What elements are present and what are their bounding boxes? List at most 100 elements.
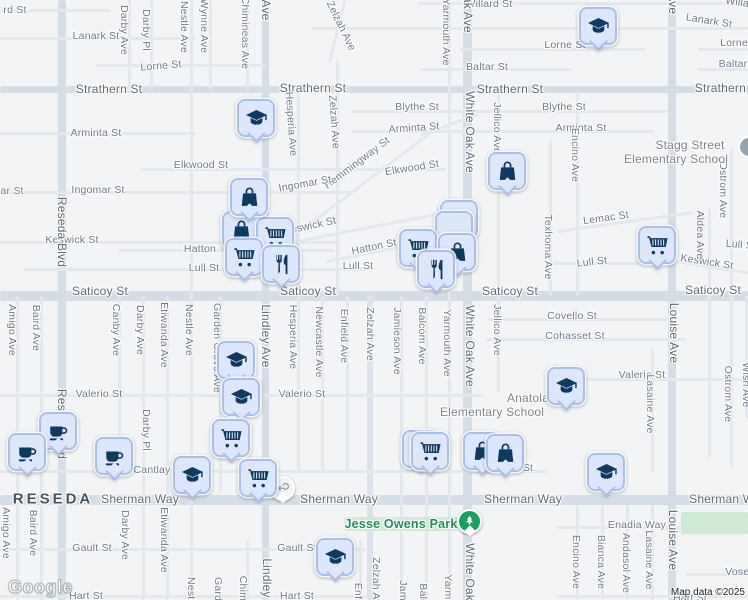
- road-segment: [698, 48, 748, 51]
- poi-school-marker[interactable]: [316, 538, 354, 576]
- google-logo[interactable]: Google: [8, 577, 74, 598]
- street-label: Strathern St: [694, 81, 748, 95]
- school-label[interactable]: Elementary School: [439, 405, 545, 419]
- street-label: Lasaine Ave: [644, 374, 656, 434]
- street-label: Louise Ave: [666, 0, 680, 14]
- road-segment: [0, 132, 196, 135]
- street-label: White Oak Ave: [463, 91, 477, 173]
- poi-cart-marker[interactable]: [239, 459, 277, 497]
- road-segment: [0, 191, 352, 194]
- park-label[interactable]: Jesse Owens Park: [344, 517, 458, 531]
- road-segment: [190, 0, 193, 600]
- poi-school-marker[interactable]: [587, 453, 625, 491]
- street-label: Etiwanda Ave: [158, 302, 170, 368]
- street-label: Louise Ave: [666, 509, 680, 571]
- street-label: Gault St: [277, 542, 317, 554]
- road-segment: [312, 27, 748, 30]
- street-label: Cohasset St: [545, 330, 605, 342]
- street-label: Hart St: [279, 590, 315, 600]
- poi-coffee-marker[interactable]: [95, 437, 133, 475]
- street-label: Jamieson Ave: [397, 580, 409, 600]
- poi-dot-marker[interactable]: [738, 136, 748, 158]
- street-label: Lull St: [188, 262, 220, 274]
- road-segment: [668, 0, 676, 600]
- street-label: Texhoma Ave: [542, 214, 554, 280]
- poi-school-marker[interactable]: [222, 378, 260, 416]
- street-label: Etiwanda Ave: [158, 507, 170, 573]
- road-segment: [730, 296, 733, 468]
- street-label: Baltar: [718, 58, 748, 70]
- street-label: Ostrom Ave: [717, 161, 729, 219]
- poi-bag-marker[interactable]: [488, 152, 526, 190]
- street-label: Baird Ave: [30, 304, 42, 352]
- road-segment: [497, 92, 500, 296]
- street-label: Encino Ave: [569, 127, 581, 183]
- poi-bag-marker[interactable]: [230, 178, 268, 216]
- poi-school-marker[interactable]: [579, 7, 617, 45]
- poi-cart-marker[interactable]: [399, 229, 437, 267]
- poi-coffee-marker[interactable]: [8, 433, 46, 471]
- road-segment: [651, 505, 654, 600]
- road-segment: [745, 296, 748, 418]
- street-label: White Oak Ave: [463, 305, 477, 387]
- road-segment: [0, 37, 196, 40]
- street-label: Nestle Ave: [183, 303, 195, 357]
- poi-coffee-marker[interactable]: [39, 412, 77, 450]
- road-segment: [359, 540, 362, 600]
- street-label: Saticoy St: [279, 284, 337, 298]
- road-segment: [336, 60, 339, 296]
- school-label[interactable]: Anatola: [506, 391, 550, 405]
- school-icon: [225, 349, 248, 372]
- road-segment: [448, 0, 451, 600]
- street-label: Blythe St: [395, 101, 439, 113]
- road-segment: [262, 0, 269, 600]
- poi-school-marker[interactable]: [217, 341, 255, 379]
- road-segment: [549, 140, 552, 296]
- street-label: Ingomar St: [0, 185, 24, 197]
- street-label: Blythe St: [542, 101, 586, 113]
- cart-icon: [419, 440, 442, 463]
- school-label[interactable]: Stagg Street: [655, 138, 725, 152]
- poi-school-marker[interactable]: [173, 456, 211, 494]
- road-segment: [0, 86, 748, 93]
- street-label: Hesperia Ave: [287, 304, 299, 370]
- poi-cart-marker[interactable]: [212, 419, 250, 457]
- street-label: Hatton: [183, 243, 217, 255]
- street-label: rd St: [3, 4, 27, 16]
- road-segment: [150, 0, 153, 90]
- road-segment: [321, 296, 324, 472]
- road-segment: [708, 208, 711, 298]
- road-segment: [0, 291, 748, 301]
- road-segment: [576, 92, 579, 296]
- street-label: Arminta St: [70, 127, 122, 139]
- poi-school-marker[interactable]: [547, 367, 585, 405]
- poi-cart-marker[interactable]: [638, 226, 676, 264]
- poi-cart-marker[interactable]: [225, 238, 263, 276]
- street-label: Vose St: [725, 566, 748, 578]
- poi-park-marker[interactable]: [457, 509, 482, 534]
- school-icon: [587, 15, 610, 38]
- road-segment: [0, 548, 366, 551]
- poi-restaurant-marker[interactable]: [262, 245, 300, 283]
- school-icon: [245, 107, 268, 130]
- street-label: Yarmouth Ave: [442, 574, 454, 600]
- poi-bag-marker[interactable]: [486, 434, 524, 472]
- street-label: Lull St: [725, 237, 748, 253]
- street-label: Keswick St: [45, 234, 99, 246]
- road-segment: [140, 168, 446, 171]
- street-label: Strathern St: [476, 82, 544, 96]
- poi-cart-marker[interactable]: [411, 432, 449, 470]
- road-segment: [352, 110, 668, 113]
- poi-restaurant-marker[interactable]: [417, 250, 455, 288]
- school-label[interactable]: Elementary School: [623, 152, 729, 166]
- neighborhood-label: RESEDA: [12, 490, 94, 508]
- street-label: Reseda Blvd: [55, 196, 69, 268]
- street-label: Willard St: [465, 0, 513, 10]
- poi-school-marker[interactable]: [237, 99, 275, 137]
- street-label: Enfield Ave: [352, 583, 364, 600]
- bag-icon: [494, 442, 517, 465]
- road-segment: [24, 268, 370, 271]
- road-segment: [497, 296, 500, 392]
- street-label: Sherman Way: [689, 492, 748, 506]
